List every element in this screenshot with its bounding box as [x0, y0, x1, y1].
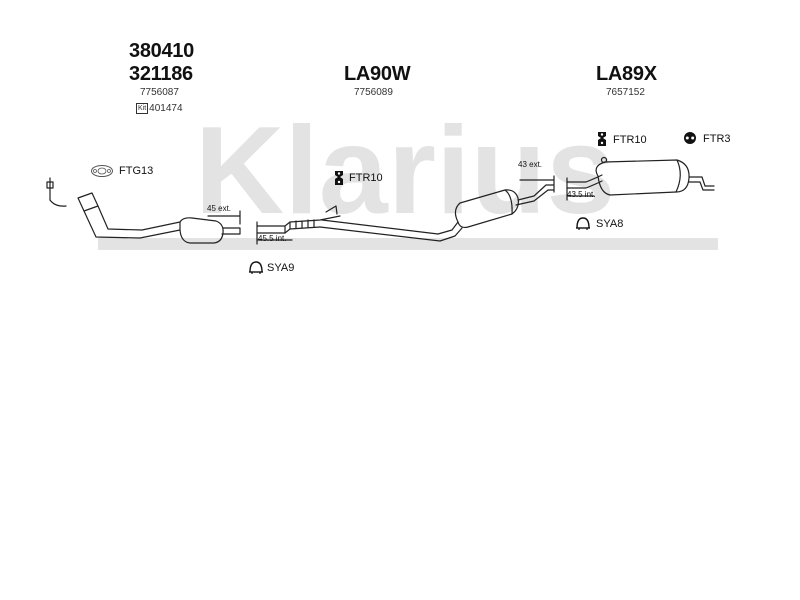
- oem-ref-7756089: 7756089: [354, 87, 393, 98]
- part-code-321186: 321186: [129, 63, 193, 85]
- clamp-icon: [248, 259, 264, 279]
- watermark-bar: [98, 238, 718, 250]
- dimension-45-ext: 45 ext.: [207, 204, 232, 213]
- middle-silencer: [454, 184, 555, 229]
- dimension-45-5-int: 45.5 int.: [258, 234, 287, 243]
- part-label-sya9: SYA9: [267, 262, 295, 274]
- lambda-sensor-icon: [46, 177, 67, 207]
- dimension-43-5-int: 43.5 int.: [567, 190, 596, 199]
- gasket-icon-shape: [91, 165, 113, 177]
- clamp-icon-shape: [576, 217, 590, 230]
- rubber-hanger-icon: [333, 170, 345, 190]
- downpipe-catalyst-section: [77, 192, 241, 244]
- rubber-hanger-icon: [596, 131, 608, 151]
- watermark-text: Klarius: [195, 102, 615, 240]
- part-code-la89x: LA89X: [596, 63, 657, 85]
- part-label-ftr10-middle: FTR10: [349, 172, 383, 184]
- clamp-icon-shape: [249, 261, 263, 274]
- part-code-la90w: LA90W: [344, 63, 411, 85]
- kit-icon: Kit: [136, 103, 149, 114]
- rubber-ring-icon-shape: [684, 132, 696, 144]
- oem-ref-7657152: 7657152: [606, 87, 645, 98]
- gasket-icon: [90, 164, 114, 182]
- part-label-ftg13: FTG13: [119, 165, 154, 177]
- part-label-ftr10-rear: FTR10: [613, 134, 647, 146]
- rubber-hanger-icon-shape: [598, 132, 606, 146]
- dimension-43-ext: 43 ext.: [518, 160, 543, 169]
- part-code-380410: 380410: [129, 40, 194, 62]
- oem-ref-7756087: 7756087: [140, 87, 179, 98]
- kit-ref-number: 401474: [149, 103, 183, 115]
- flex-middle-pipe-section: [256, 205, 463, 242]
- part-label-sya8: SYA8: [596, 218, 624, 230]
- dimension-markers-right: [519, 175, 595, 201]
- clamp-icon: [575, 215, 591, 235]
- rubber-hanger-icon-shape: [335, 171, 343, 185]
- rear-silencer-section: [566, 156, 715, 196]
- rubber-ring-icon: [683, 131, 697, 149]
- part-label-ftr3: FTR3: [703, 133, 731, 145]
